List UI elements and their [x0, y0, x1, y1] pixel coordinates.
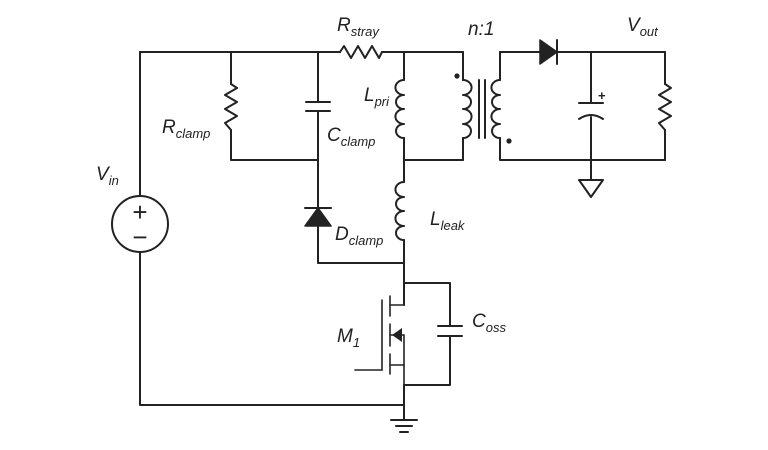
l-pri-inductor — [394, 79, 405, 139]
output-ground-icon — [578, 179, 604, 198]
label-l-leak: Lleak — [430, 209, 466, 233]
label-c-oss: Coss — [472, 311, 506, 335]
output-diode — [539, 39, 558, 65]
source-minus-icon: − — [132, 222, 147, 252]
label-v-out: Vout — [627, 15, 659, 39]
mosfet-m1 — [354, 282, 405, 386]
label-m1: M1 — [337, 326, 360, 350]
transformer-primary-winding — [462, 79, 473, 139]
l-leak-inductor — [394, 181, 405, 241]
output-capacitor: + — [578, 88, 606, 120]
d-clamp-diode — [304, 207, 332, 227]
label-r-clamp: Rclamp — [162, 117, 210, 141]
load-resistor — [658, 83, 672, 131]
source-plus-icon: + — [132, 197, 147, 227]
label-turns-ratio: n:1 — [468, 19, 494, 40]
label-r-stray: Rstray — [337, 15, 380, 39]
label-l-pri: Lpri — [364, 85, 390, 109]
label-c-clamp: Cclamp — [327, 125, 375, 149]
cap-polarity-mark: + — [598, 88, 606, 103]
transformer-secondary-winding — [490, 79, 501, 139]
primary-polarity-dot — [454, 73, 460, 79]
wires — [139, 51, 666, 421]
main-ground-icon — [390, 419, 418, 433]
c-clamp-capacitor — [305, 101, 331, 112]
label-d-clamp: Dclamp — [335, 224, 383, 248]
c-oss-capacitor — [437, 325, 463, 337]
label-v-in: Vin — [96, 164, 119, 188]
r-clamp-resistor — [224, 83, 238, 131]
secondary-polarity-dot — [506, 138, 512, 144]
transformer — [454, 73, 512, 144]
r-stray-resistor — [339, 45, 383, 59]
vin-source: + − — [111, 195, 169, 253]
